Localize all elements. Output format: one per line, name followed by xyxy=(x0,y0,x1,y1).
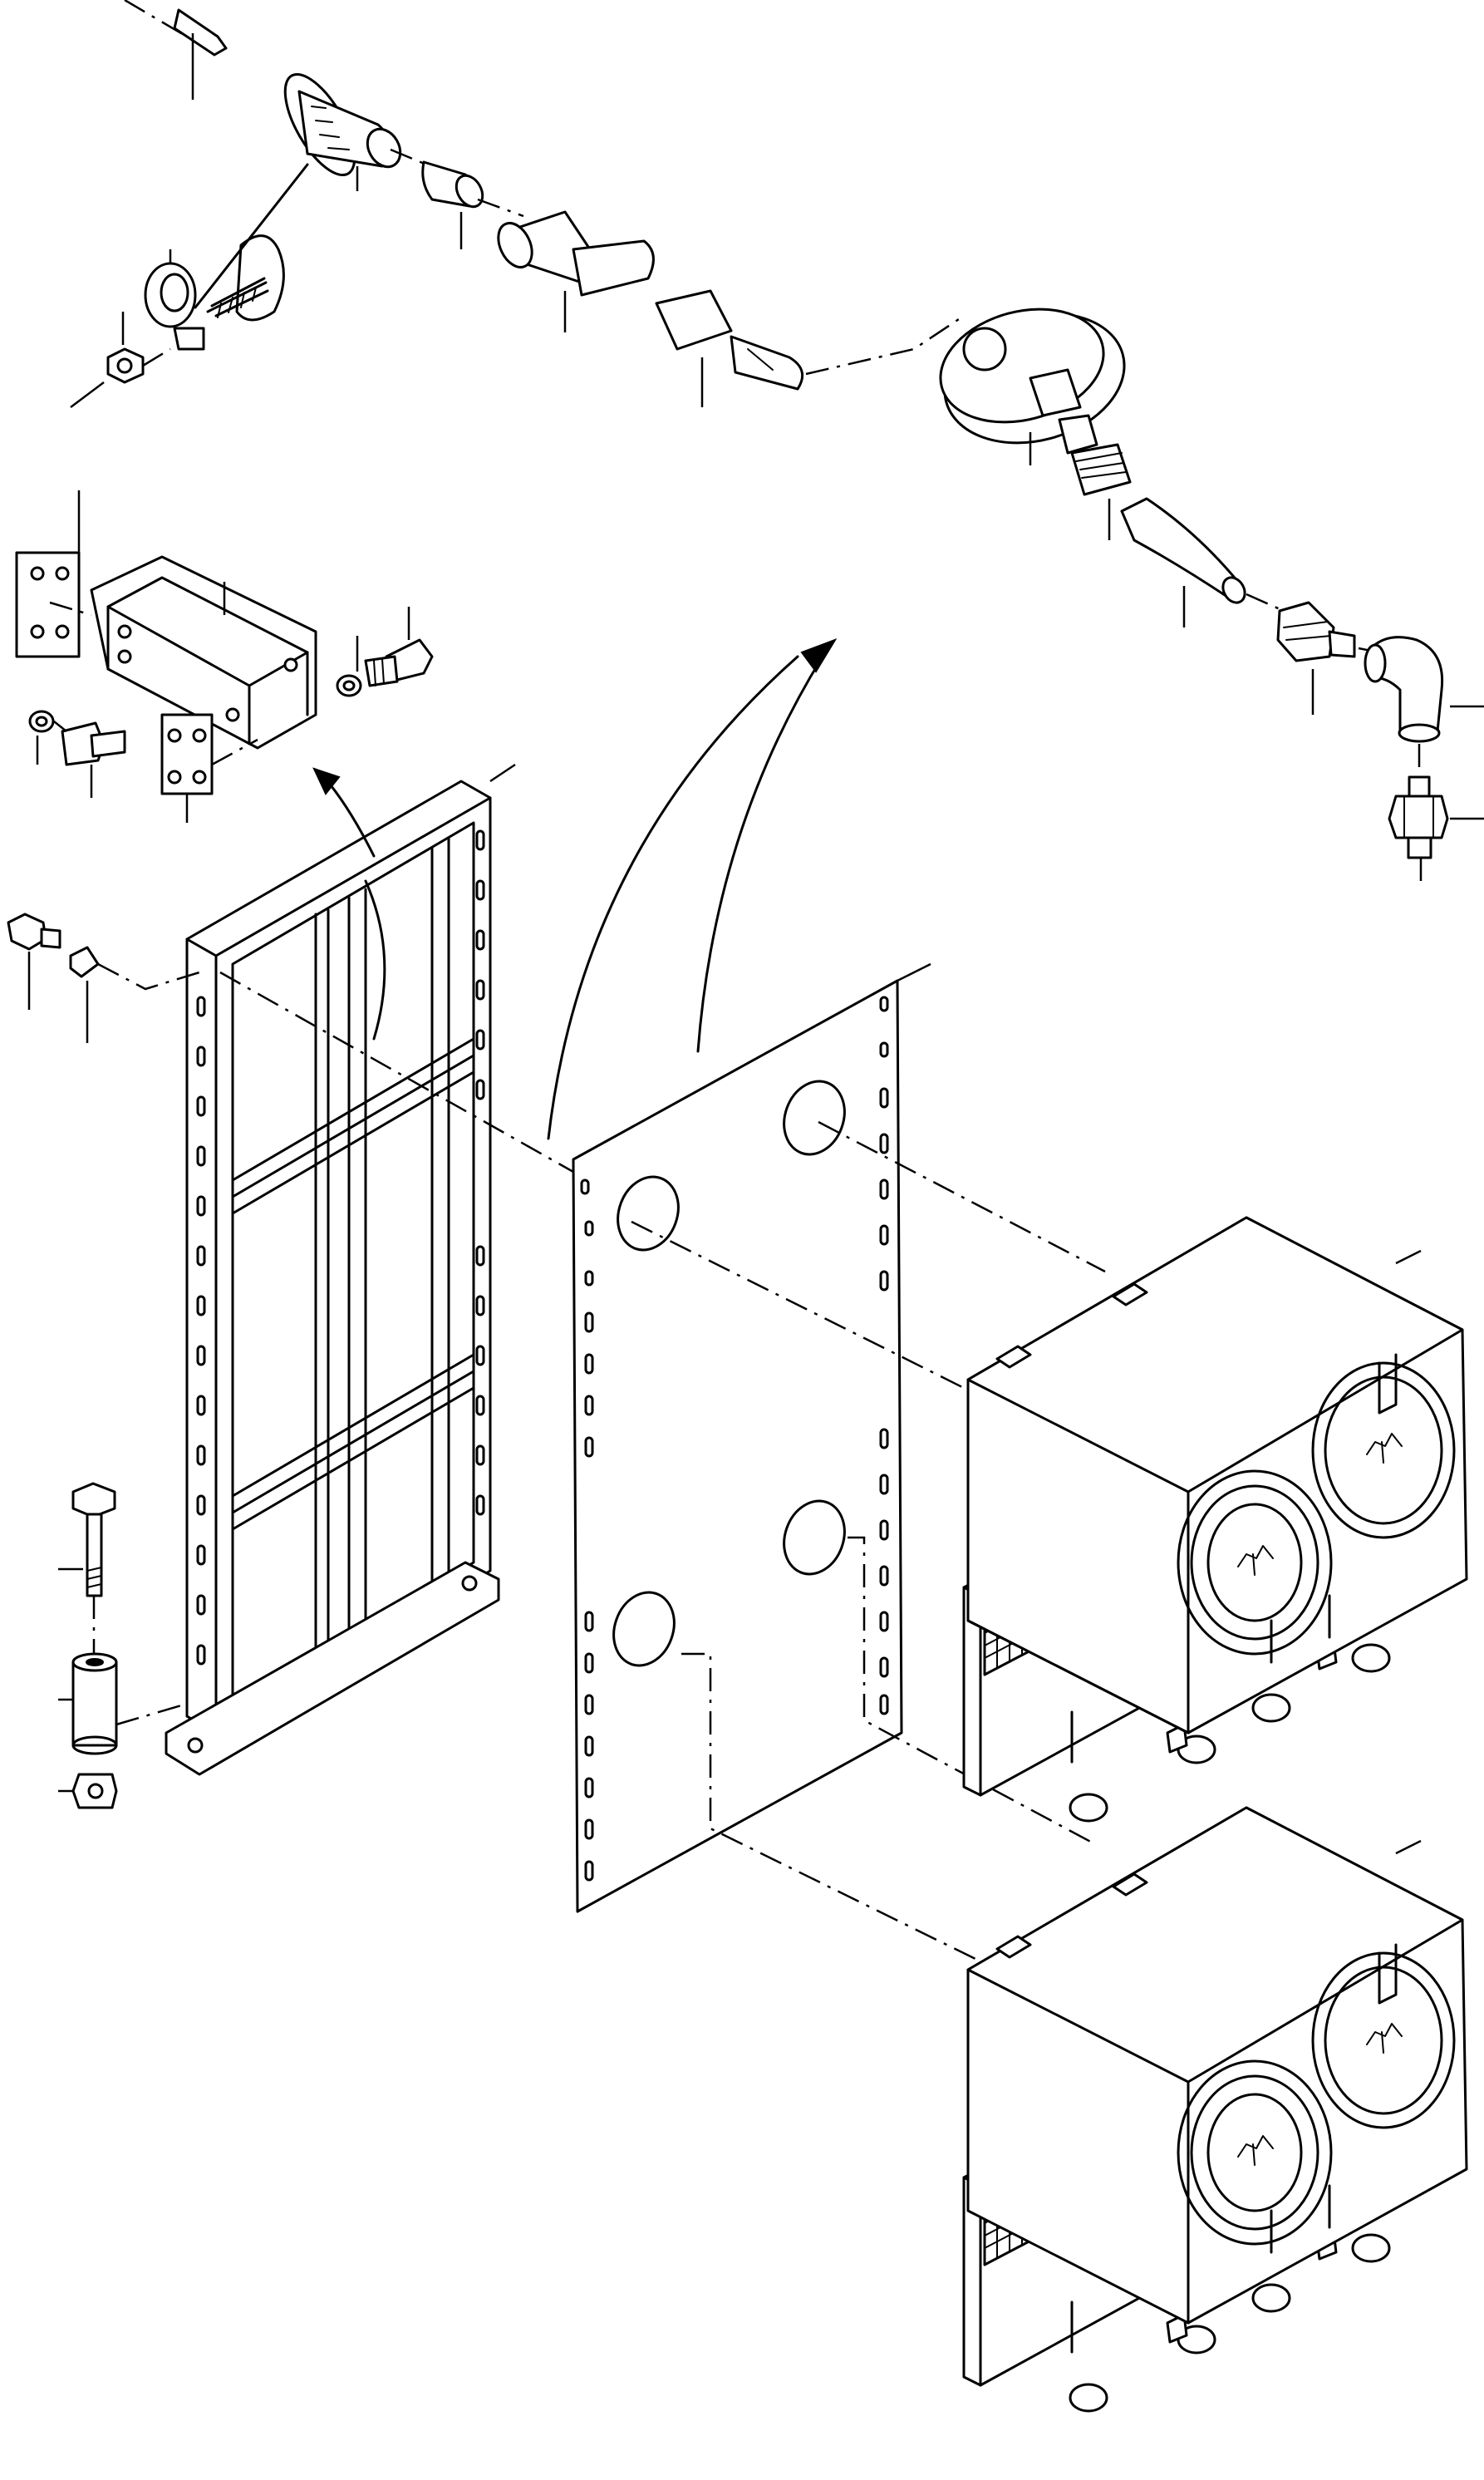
bottom-bolt-set xyxy=(58,1482,188,1809)
heater-unit-lower xyxy=(962,1806,1468,2413)
hose-part xyxy=(1120,497,1246,627)
mounting-frame xyxy=(165,763,516,1776)
sleeve-part xyxy=(497,210,655,332)
fan-right xyxy=(1311,1951,1456,2129)
fuel-line-assembly xyxy=(124,0,1484,881)
plate-slots-right xyxy=(879,996,889,1715)
plate-slots-left xyxy=(580,1178,594,1882)
clamp-assembly xyxy=(70,163,309,408)
fan-left xyxy=(1177,2059,1333,2246)
coupling-part xyxy=(421,160,484,249)
mounting-plate xyxy=(547,638,931,1913)
nipple-part xyxy=(1388,775,1484,881)
heater-unit-upper xyxy=(962,1216,1468,1823)
fan-left xyxy=(1177,1469,1333,1656)
frame-slots-left xyxy=(196,996,206,1666)
frame-slots-right xyxy=(475,829,485,1516)
elbow-part xyxy=(1364,636,1484,743)
union-part xyxy=(1276,601,1356,715)
frame-bolt xyxy=(7,913,574,1174)
pin-part xyxy=(173,8,228,100)
fan-right xyxy=(1311,1361,1456,1539)
connector-part xyxy=(655,289,804,407)
fuel-pump-part xyxy=(939,308,1132,540)
bracket-assembly xyxy=(15,490,434,823)
grommet-part xyxy=(283,72,402,191)
